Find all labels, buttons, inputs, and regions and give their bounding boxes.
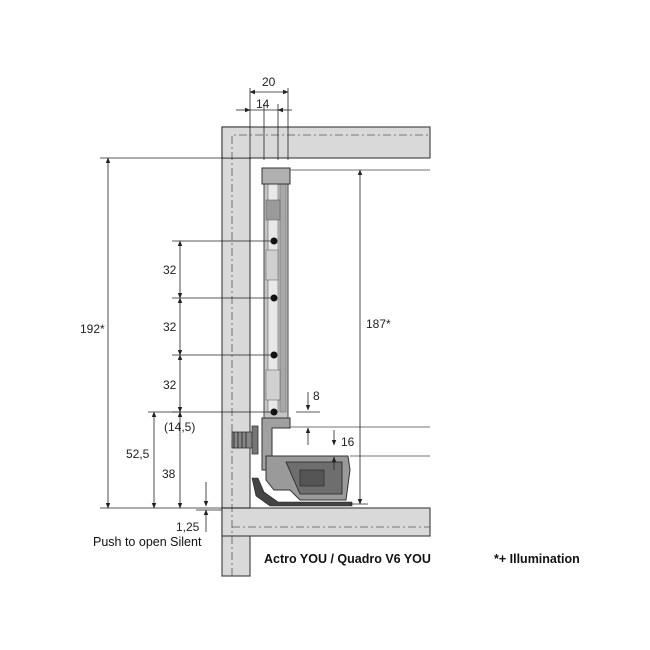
dim-screw-offset: (14,5) <box>164 420 195 434</box>
cabinet-side-panel <box>221 126 251 577</box>
dim-top-inner: 14 <box>256 97 270 111</box>
cabinet-panels <box>221 126 431 577</box>
illumination-note: *+ Illumination <box>494 552 580 566</box>
dim-height-38: 38 <box>162 467 176 481</box>
dim-pitch-3: 32 <box>163 378 177 392</box>
screw-icon <box>231 425 259 455</box>
dim-gap-top: 8 <box>313 389 320 403</box>
runner-assembly <box>231 167 430 507</box>
dim-gap-side: 16 <box>341 435 355 449</box>
cabinet-bottom-panel <box>221 507 431 537</box>
dim-top-width: 20 <box>262 75 276 89</box>
dim-total-height: 192* <box>80 322 105 336</box>
dim-height-52: 52,5 <box>126 447 150 461</box>
dim-inner-height: 187* <box>366 317 391 331</box>
dimension-lines <box>100 88 368 532</box>
product-label: Actro YOU / Quadro V6 YOU <box>264 552 431 566</box>
runner-cap <box>261 167 291 185</box>
push-to-open-label: Push to open Silent <box>93 535 202 549</box>
dim-bottom-offset: 1,25 <box>176 520 200 534</box>
cabinet-top-panel <box>221 126 431 159</box>
dim-pitch-2: 32 <box>163 320 177 334</box>
drawer-bottom-panel <box>251 477 353 507</box>
dim-pitch-1: 32 <box>163 263 177 277</box>
